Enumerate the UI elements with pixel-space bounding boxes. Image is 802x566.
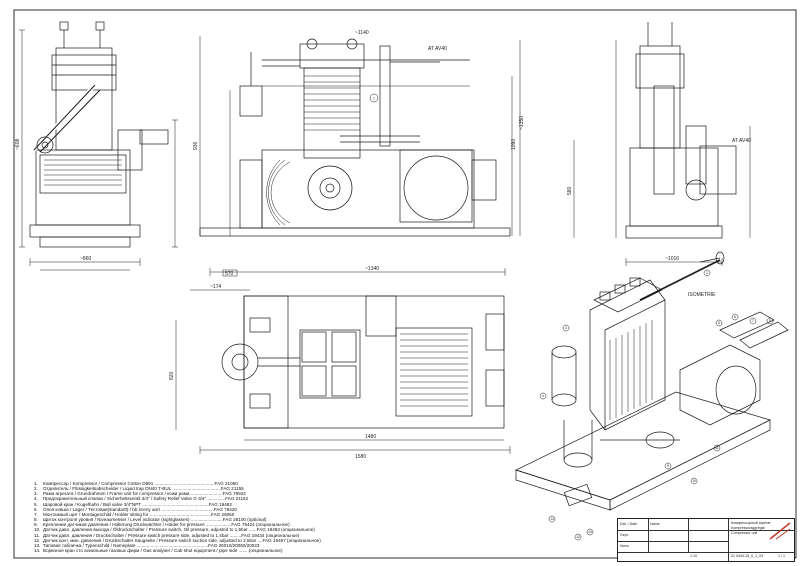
legend-item: 13.Типовая табличка / Typenschild / Name… [34, 542, 260, 548]
left-side-view [19, 21, 178, 271]
callout-11: 11 [715, 446, 719, 450]
tb-sheet: 1 / 1 [778, 554, 785, 558]
dim-top-bottom2: 1580 [355, 454, 366, 460]
dim-top-left: 820 [169, 371, 175, 380]
dim-side-right-bottom: ~1016 [665, 256, 679, 262]
tb-scale: 1:10 [690, 554, 697, 558]
dim-top-top: ~174 [210, 284, 221, 290]
tb-norm-label: Norm [620, 544, 629, 548]
callout-5: 5 [718, 321, 720, 325]
legend-item: 9.Крепление датчиков давления / Halterun… [34, 522, 290, 528]
callout-2: 2 [706, 271, 708, 275]
callout-13: 13 [588, 530, 592, 534]
dim-front-left: 936 [193, 141, 199, 150]
legend-item: 4.Предохранительный клапан / Sicherheits… [34, 496, 249, 502]
top-view [175, 268, 511, 454]
dim-front-top: ~1140 [355, 30, 369, 36]
dim-side-left-height: ~608 [15, 139, 21, 150]
tb-title-3: Compressor unit [731, 531, 758, 535]
dim-top-width: ~1340 [365, 266, 379, 272]
legend-item: 14.Ворвоное кран сто алиальные газовых ф… [34, 548, 283, 554]
dim-top-top-left: 570 [225, 271, 234, 277]
tb-date-label: Dat. / Date [620, 522, 638, 526]
legend-item: 1.Компрессор / Kompressor / Compressor C… [34, 481, 238, 486]
dim-side-right-left: 580 [567, 186, 573, 195]
callout-8: 8 [769, 319, 771, 323]
legend-item: 10.Датчик давл. давления выхода / Öldruc… [34, 527, 315, 533]
label-at-av40-front: AT AV40 [428, 46, 447, 52]
legend-item: 2.Отделитель / Flüssigkeitsabscheider / … [34, 486, 244, 492]
callout-3: 3 [565, 326, 567, 330]
legend-item: 3.Рама агрегата / Grundrahmen / Frame un… [34, 491, 246, 497]
callout-10: 10 [692, 479, 696, 483]
tb-name-label: Name [650, 522, 660, 526]
callout-9: 9 [667, 464, 669, 468]
callout-1: 1 [373, 97, 375, 101]
legend-item: 12.Датчик конт. мин. давления / Drucksch… [34, 537, 321, 543]
label-isometric: ISOMETRIE [688, 292, 716, 298]
legend-item: 5.Шаровой кран / Kugelhahn / Ball valve … [34, 501, 232, 507]
front-view [199, 36, 521, 237]
parts-legend: 1.Компрессор / Kompressor / Compressor C… [34, 481, 334, 553]
right-side-view [573, 22, 751, 266]
callout-4: 4 [542, 394, 544, 398]
callout-group [369, 93, 774, 541]
company-logo-icon [769, 522, 791, 540]
dim-front-right: ~1350 [519, 116, 525, 130]
legend-item: 8.Щиток контроля уровня / Niveaumesser /… [34, 517, 267, 523]
legend-item: 7.Монтажный щит / Montageschild / Holder… [34, 511, 235, 517]
title-block: Dat. / Date Name Gepr. Norm Компрессорны… [617, 518, 795, 562]
tb-title-2: Kompressoraggregat [731, 526, 765, 530]
dim-front-right-inner: 1090 [511, 139, 517, 150]
callout-7: 7 [752, 319, 754, 323]
sheet-border [13, 9, 797, 559]
callout-6: 6 [734, 315, 736, 319]
callout-12: 12 [576, 535, 580, 539]
tb-drawing-number: 21 0444-15_0_1_03 [731, 554, 764, 558]
callout-14: 14 [550, 517, 554, 521]
tb-title-1: Компрессорный агрегат [731, 521, 771, 525]
dim-top-bottom: 1480 [365, 434, 376, 440]
isometric-view [515, 251, 789, 511]
legend-item: 6.Опоя ковша / Lager / Тестовая(standart… [34, 506, 237, 512]
label-at-av40-side: AT AV40 [732, 138, 751, 144]
dim-side-left-bottom: ~860 [80, 256, 91, 262]
legend-item: 11.Датчик давл. давления / Druckschalter… [34, 532, 300, 538]
tb-checked-label: Gepr. [620, 533, 629, 537]
